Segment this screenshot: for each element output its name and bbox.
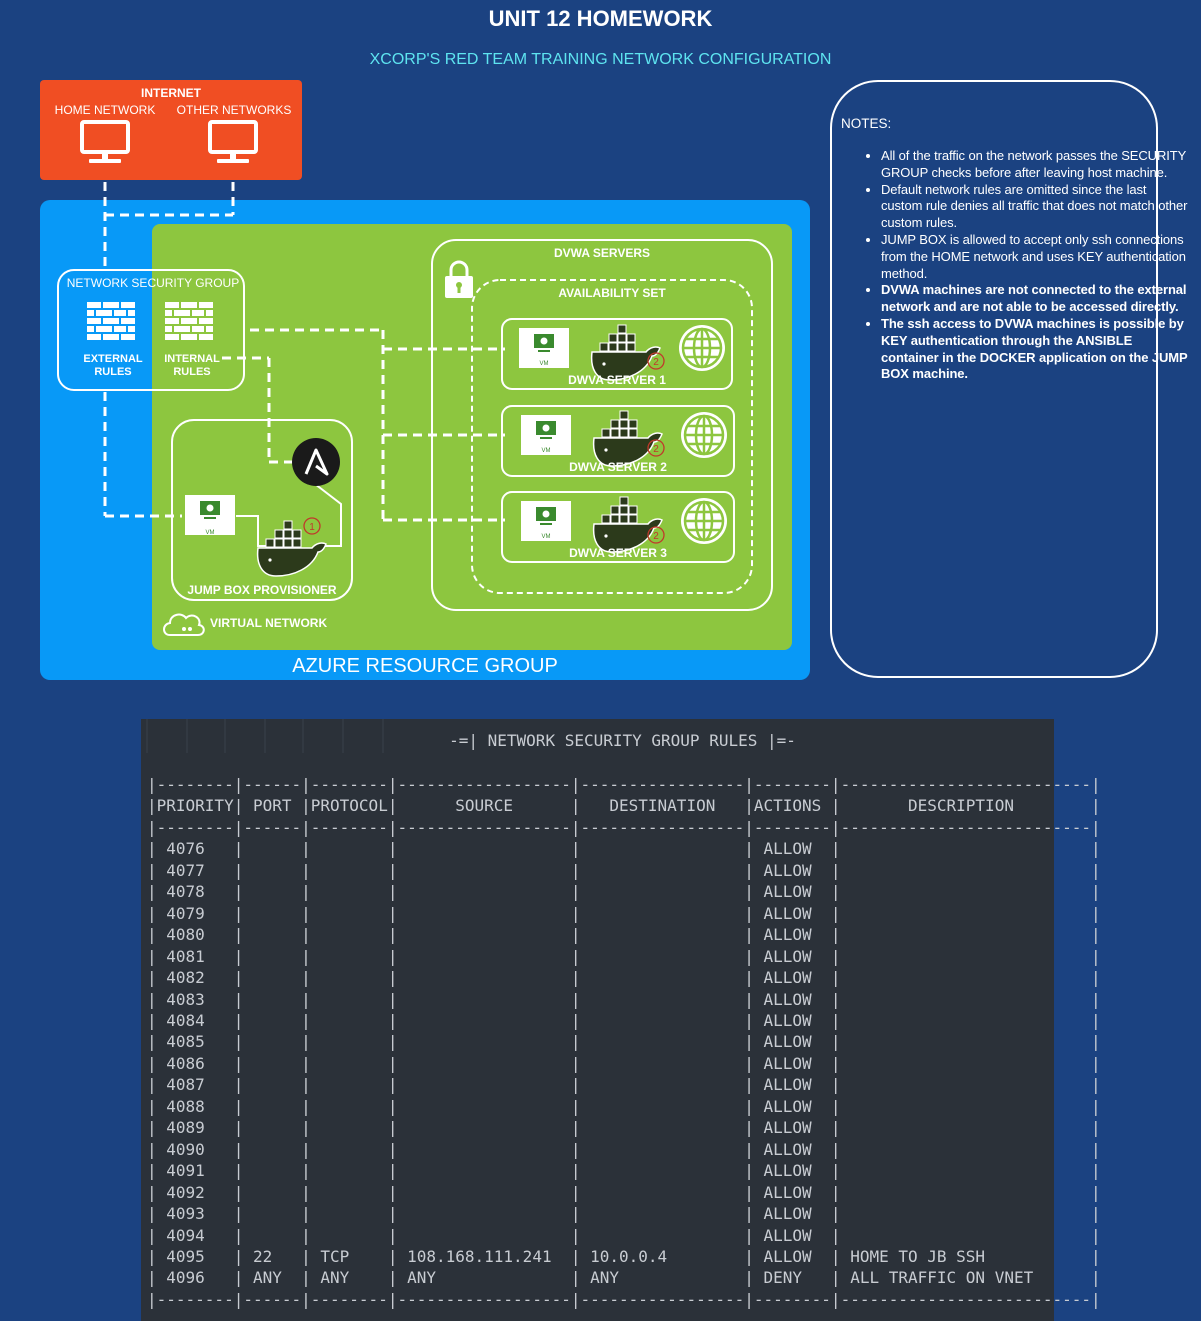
table-row: | 4087 | | | | | ALLOW | | — [147, 1075, 1101, 1095]
server2-label: DWVA SERVER 2 — [569, 460, 667, 474]
table-row: | 4082 | | | | | ALLOW | | — [147, 968, 1101, 988]
dvwa-server-1-box — [501, 318, 733, 390]
page-title: UNIT 12 HOMEWORK — [488, 6, 713, 31]
table-row: | 4083 | | | | | ALLOW | | — [147, 989, 1101, 1009]
server1-globe-icon — [677, 323, 727, 373]
note-item: The ssh access to DVWA machines is possi… — [881, 316, 1189, 383]
table-row: | 4081 | | | | | ALLOW | | — [147, 946, 1101, 966]
server2-globe-icon — [679, 410, 729, 460]
table-row: | 4078 | | | | | ALLOW | | — [147, 882, 1101, 902]
lock-icon — [445, 260, 473, 298]
server3-globe-icon — [679, 496, 729, 546]
server1-label: DWVA SERVER 1 — [568, 373, 666, 387]
server1-marker-circle — [647, 352, 665, 370]
note-item: JUMP BOX is allowed to accept only ssh c… — [881, 232, 1189, 282]
table-row: | 4086 | | | | | ALLOW | | — [147, 1053, 1101, 1073]
server3-marker: 2 — [653, 531, 659, 542]
external-firewall-icon — [87, 302, 135, 340]
dvwa-server-2-box — [501, 405, 735, 477]
table-row: | 4091 | | | | | ALLOW | | — [147, 1161, 1101, 1181]
jumpbox-vm-badge: VM — [206, 530, 215, 536]
dvwa-servers-box — [431, 239, 773, 611]
server3-label: DWVA SERVER 3 — [569, 546, 667, 560]
external-rules-label-line2: RULES — [94, 366, 131, 378]
server2-vm-badge: VM — [542, 448, 551, 454]
table-row: | 4094 | | | | | ALLOW | | — [147, 1225, 1101, 1245]
server3-vm-badge: VM — [542, 534, 551, 540]
jump-box-container — [171, 419, 353, 601]
rules-table-heading: -=| NETWORK SECURITY GROUP RULES |=- — [449, 731, 796, 750]
table-row: | 4077 | | | | | ALLOW | | — [147, 860, 1101, 880]
rules-terminal: -=| NETWORK SECURITY GROUP RULES |=- |--… — [141, 719, 1101, 1321]
other-networks-label: OTHER NETWORKS — [177, 103, 292, 117]
internal-rules-label-line1: INTERNAL — [164, 353, 220, 365]
nsg-title: NETWORK SECURITY GROUP — [67, 276, 239, 290]
availability-set-label: AVAILABILITY SET — [558, 286, 666, 300]
note-item: DVWA machines are not connected to the e… — [881, 282, 1189, 316]
page-subtitle: XCORP'S RED TEAM TRAINING NETWORK CONFIG… — [369, 51, 832, 68]
jumpbox-link-line — [236, 515, 270, 547]
table-row: | 4079 | | | | | ALLOW | | — [147, 903, 1101, 923]
notes-panel: NOTES: All of the traffic on the network… — [830, 80, 1187, 678]
table-row: | 4084 | | | | | ALLOW | | — [147, 1010, 1101, 1030]
jumpbox-marker-circle — [303, 517, 321, 535]
external-rules-label-line1: EXTERNAL — [83, 353, 143, 365]
table-row: | 4096 | ANY | ANY | ANY | ANY | DENY | … — [147, 1268, 1101, 1288]
table-row: | 4093 | | | | | ALLOW | | — [147, 1204, 1101, 1224]
jumpbox-marker: 1 — [309, 522, 315, 533]
ansible-link-line — [314, 483, 342, 547]
table-separator: |--------|------|--------|--------------… — [147, 1289, 1101, 1309]
azure-resource-group-label: AZURE RESOURCE GROUP — [292, 655, 558, 677]
network-security-group-box — [57, 269, 245, 391]
note-item: Default network rules are omitted since … — [881, 182, 1189, 232]
dvwa-server-3-box — [501, 491, 735, 563]
table-row: | 4089 | | | | | ALLOW | | — [147, 1118, 1101, 1138]
server1-vm-badge: VM — [540, 361, 549, 367]
table-header-row: |PRIORITY| PORT |PROTOCOL| SOURCE | DEST… — [147, 796, 1101, 816]
internet-title: INTERNET — [141, 86, 202, 100]
notes-list: All of the traffic on the network passes… — [842, 148, 1189, 383]
dvwa-servers-label: DVWA SERVERS — [554, 246, 650, 260]
network-diagram: INTERNET HOME NETWORK OTHER NETWORKS NET… — [40, 80, 810, 680]
ansible-glyph — [304, 448, 329, 476]
server2-marker: 2 — [653, 444, 659, 455]
notes-title: NOTES: — [841, 116, 892, 131]
internal-rules-label-line2: RULES — [173, 366, 210, 378]
table-row: | 4088 | | | | | ALLOW | | — [147, 1096, 1101, 1116]
jumpbox-vm-icon — [185, 495, 235, 535]
availability-set-box — [471, 279, 753, 594]
server3-marker-circle — [647, 526, 665, 544]
connection-lines — [103, 182, 505, 522]
virtual-network-label: VIRTUAL NETWORK — [210, 616, 327, 630]
rules-table: |--------|------|--------|--------------… — [147, 774, 1101, 1310]
server2-marker-circle — [647, 439, 665, 457]
server1-marker: 2 — [653, 357, 659, 368]
jumpbox-label: JUMP BOX PROVISIONER — [187, 583, 336, 597]
table-row: | 4095 | 22 | TCP | 108.168.111.241 | 10… — [147, 1246, 1101, 1266]
table-row: | 4080 | | | | | ALLOW | | — [147, 925, 1101, 945]
terminal-tab-stripes — [146, 719, 384, 753]
internal-firewall-icon — [165, 302, 213, 340]
ansible-icon — [292, 438, 340, 486]
table-row: | 4092 | | | | | ALLOW | | — [147, 1182, 1101, 1202]
table-row: | 4090 | | | | | ALLOW | | — [147, 1139, 1101, 1159]
table-separator: |--------|------|--------|--------------… — [147, 775, 1101, 794]
table-row: | 4085 | | | | | ALLOW | | — [147, 1032, 1101, 1052]
table-separator: |--------|------|--------|--------------… — [147, 817, 1101, 837]
table-row: | 4076 | | | | | ALLOW | | — [147, 839, 1101, 859]
home-network-label: HOME NETWORK — [55, 103, 156, 117]
note-item: All of the traffic on the network passes… — [881, 148, 1189, 182]
cloud-icon — [163, 613, 205, 636]
